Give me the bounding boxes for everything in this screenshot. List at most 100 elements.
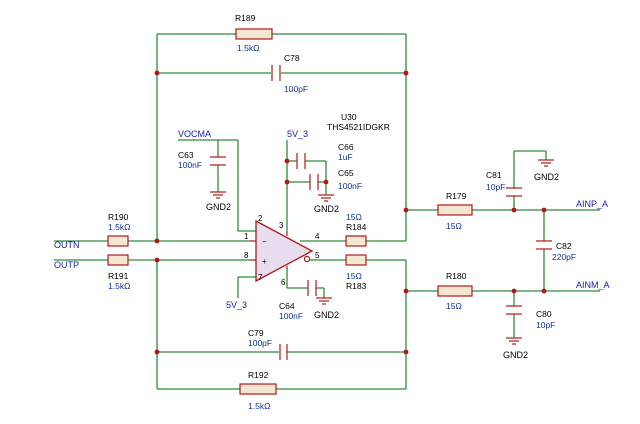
capacitor-c81: C81 10pF bbox=[486, 170, 522, 197]
ground-c65: GND2 bbox=[314, 194, 339, 214]
gnd2-label: GND2 bbox=[534, 172, 559, 182]
r189-ref: R189 bbox=[235, 13, 256, 23]
ground-c81: GND2 bbox=[534, 159, 559, 182]
outn-label: OUTN bbox=[54, 240, 80, 250]
pin-8: 8 bbox=[244, 251, 249, 260]
c80-ref: C80 bbox=[536, 309, 552, 319]
pin-6: 6 bbox=[281, 278, 286, 287]
c78-ref: C78 bbox=[284, 53, 300, 63]
r179-ref: R179 bbox=[446, 191, 467, 201]
c78-value: 100pF bbox=[284, 84, 308, 94]
capacitor-c64: C64 100nF bbox=[279, 280, 317, 321]
r184-ref: R184 bbox=[346, 222, 367, 232]
junction-dot bbox=[511, 288, 517, 294]
vocma-label: VOCMA bbox=[178, 129, 211, 139]
c63-ref: C63 bbox=[178, 150, 194, 160]
r190-value: 1.5kΩ bbox=[108, 222, 130, 232]
junction-dot bbox=[403, 288, 409, 294]
ainm-label: AINM_A bbox=[576, 280, 610, 290]
resistor-r183: 15Ω R183 bbox=[345, 254, 367, 291]
c82-value: 220pF bbox=[552, 252, 576, 262]
junction-dot bbox=[511, 207, 517, 213]
gnd2-label: GND2 bbox=[503, 350, 528, 360]
resistor-r184: 15Ω R184 bbox=[345, 212, 367, 247]
c66-value: 1uF bbox=[338, 152, 353, 162]
r192-value: 1.5kΩ bbox=[248, 401, 270, 411]
junction-dot bbox=[541, 288, 547, 294]
junction-dot bbox=[284, 158, 290, 164]
ground-c80: GND2 bbox=[503, 337, 528, 360]
r183-ref: R183 bbox=[346, 281, 367, 291]
r180-ref: R180 bbox=[446, 271, 467, 281]
c65-value: 100nF bbox=[338, 181, 362, 191]
junction-dot bbox=[541, 207, 547, 213]
gnd2-label: GND2 bbox=[206, 202, 231, 212]
pin-2: 2 bbox=[258, 214, 263, 223]
u30-ref: U30 bbox=[341, 112, 357, 122]
c79-value: 100pF bbox=[248, 338, 272, 348]
capacitor-c79: C79 100pF bbox=[248, 328, 288, 360]
capacitor-c65: C65 100nF bbox=[309, 168, 362, 191]
minus-sign: − bbox=[262, 237, 267, 246]
resistor-r190: R190 1.5kΩ bbox=[107, 212, 130, 247]
capacitor-c63: C63 100nF bbox=[178, 150, 226, 170]
net-labels: VOCMA 5V_3 5V_3 OUTN OUTP AINP_A AINM_A bbox=[54, 129, 610, 310]
junctions bbox=[154, 70, 547, 355]
resistor-r191: R191 1.5kΩ bbox=[107, 254, 130, 291]
r184-value: 15Ω bbox=[346, 212, 362, 222]
ground-c63: GND2 bbox=[206, 191, 231, 212]
pin-1: 1 bbox=[244, 232, 249, 241]
r192-ref: R192 bbox=[248, 370, 269, 380]
capacitor-c78: C78 100pF bbox=[271, 53, 308, 94]
c80-value: 10pF bbox=[536, 320, 555, 330]
outp-label: OUTP bbox=[54, 260, 79, 270]
pin-3: 3 bbox=[279, 221, 284, 230]
ground-c64: GND2 bbox=[314, 297, 339, 320]
c63-value: 100nF bbox=[178, 160, 202, 170]
r180-value: 15Ω bbox=[446, 301, 462, 311]
r191-ref: R191 bbox=[108, 271, 129, 281]
resistor-r189: R189 1.5kΩ bbox=[235, 13, 273, 53]
c64-value: 100nF bbox=[279, 311, 303, 321]
junction-dot bbox=[154, 349, 160, 355]
c66-ref: C66 bbox=[338, 142, 354, 152]
plus-sign: + bbox=[262, 257, 267, 266]
resistor-r180: R180 15Ω bbox=[437, 271, 473, 311]
c79-ref: C79 bbox=[248, 328, 264, 338]
r189-value: 1.5kΩ bbox=[237, 43, 259, 53]
junction-dot bbox=[284, 179, 290, 185]
opamp-u30: − + 1 2 3 4 5 6 7 8 U30 THS4521IDGKR bbox=[244, 112, 390, 287]
junction-dot bbox=[154, 257, 160, 263]
pin-7: 7 bbox=[258, 273, 263, 282]
junction-dot bbox=[403, 349, 409, 355]
junction-dot bbox=[154, 238, 160, 244]
5v3-bottom-label: 5V_3 bbox=[226, 300, 247, 310]
junction-dot bbox=[154, 70, 160, 76]
junction-dot bbox=[403, 207, 409, 213]
wires bbox=[54, 33, 600, 390]
junction-dot bbox=[323, 179, 329, 185]
c82-ref: C82 bbox=[556, 241, 572, 251]
gnd2-label: GND2 bbox=[314, 204, 339, 214]
capacitor-c82: C82 220pF bbox=[536, 240, 576, 262]
ainp-label: AINP_A bbox=[576, 199, 608, 209]
c65-ref: C65 bbox=[338, 168, 354, 178]
5v3-top-label: 5V_3 bbox=[287, 129, 308, 139]
pin-4: 4 bbox=[315, 232, 320, 241]
r191-value: 1.5kΩ bbox=[108, 281, 130, 291]
resistor-r179: R179 15Ω bbox=[437, 191, 473, 231]
c81-value: 10pF bbox=[486, 182, 505, 192]
c81-ref: C81 bbox=[486, 170, 502, 180]
u30-part: THS4521IDGKR bbox=[327, 122, 390, 132]
r183-value: 15Ω bbox=[346, 271, 362, 281]
resistor-r192: R192 1.5kΩ bbox=[239, 370, 277, 411]
capacitor-c66: C66 1uF bbox=[296, 142, 354, 169]
pin-5: 5 bbox=[315, 251, 320, 260]
r190-ref: R190 bbox=[108, 212, 129, 222]
junction-dot bbox=[403, 70, 409, 76]
gnd2-label: GND2 bbox=[314, 310, 339, 320]
capacitor-c80: C80 10pF bbox=[506, 305, 555, 330]
c64-ref: C64 bbox=[279, 301, 295, 311]
r179-value: 15Ω bbox=[446, 221, 462, 231]
